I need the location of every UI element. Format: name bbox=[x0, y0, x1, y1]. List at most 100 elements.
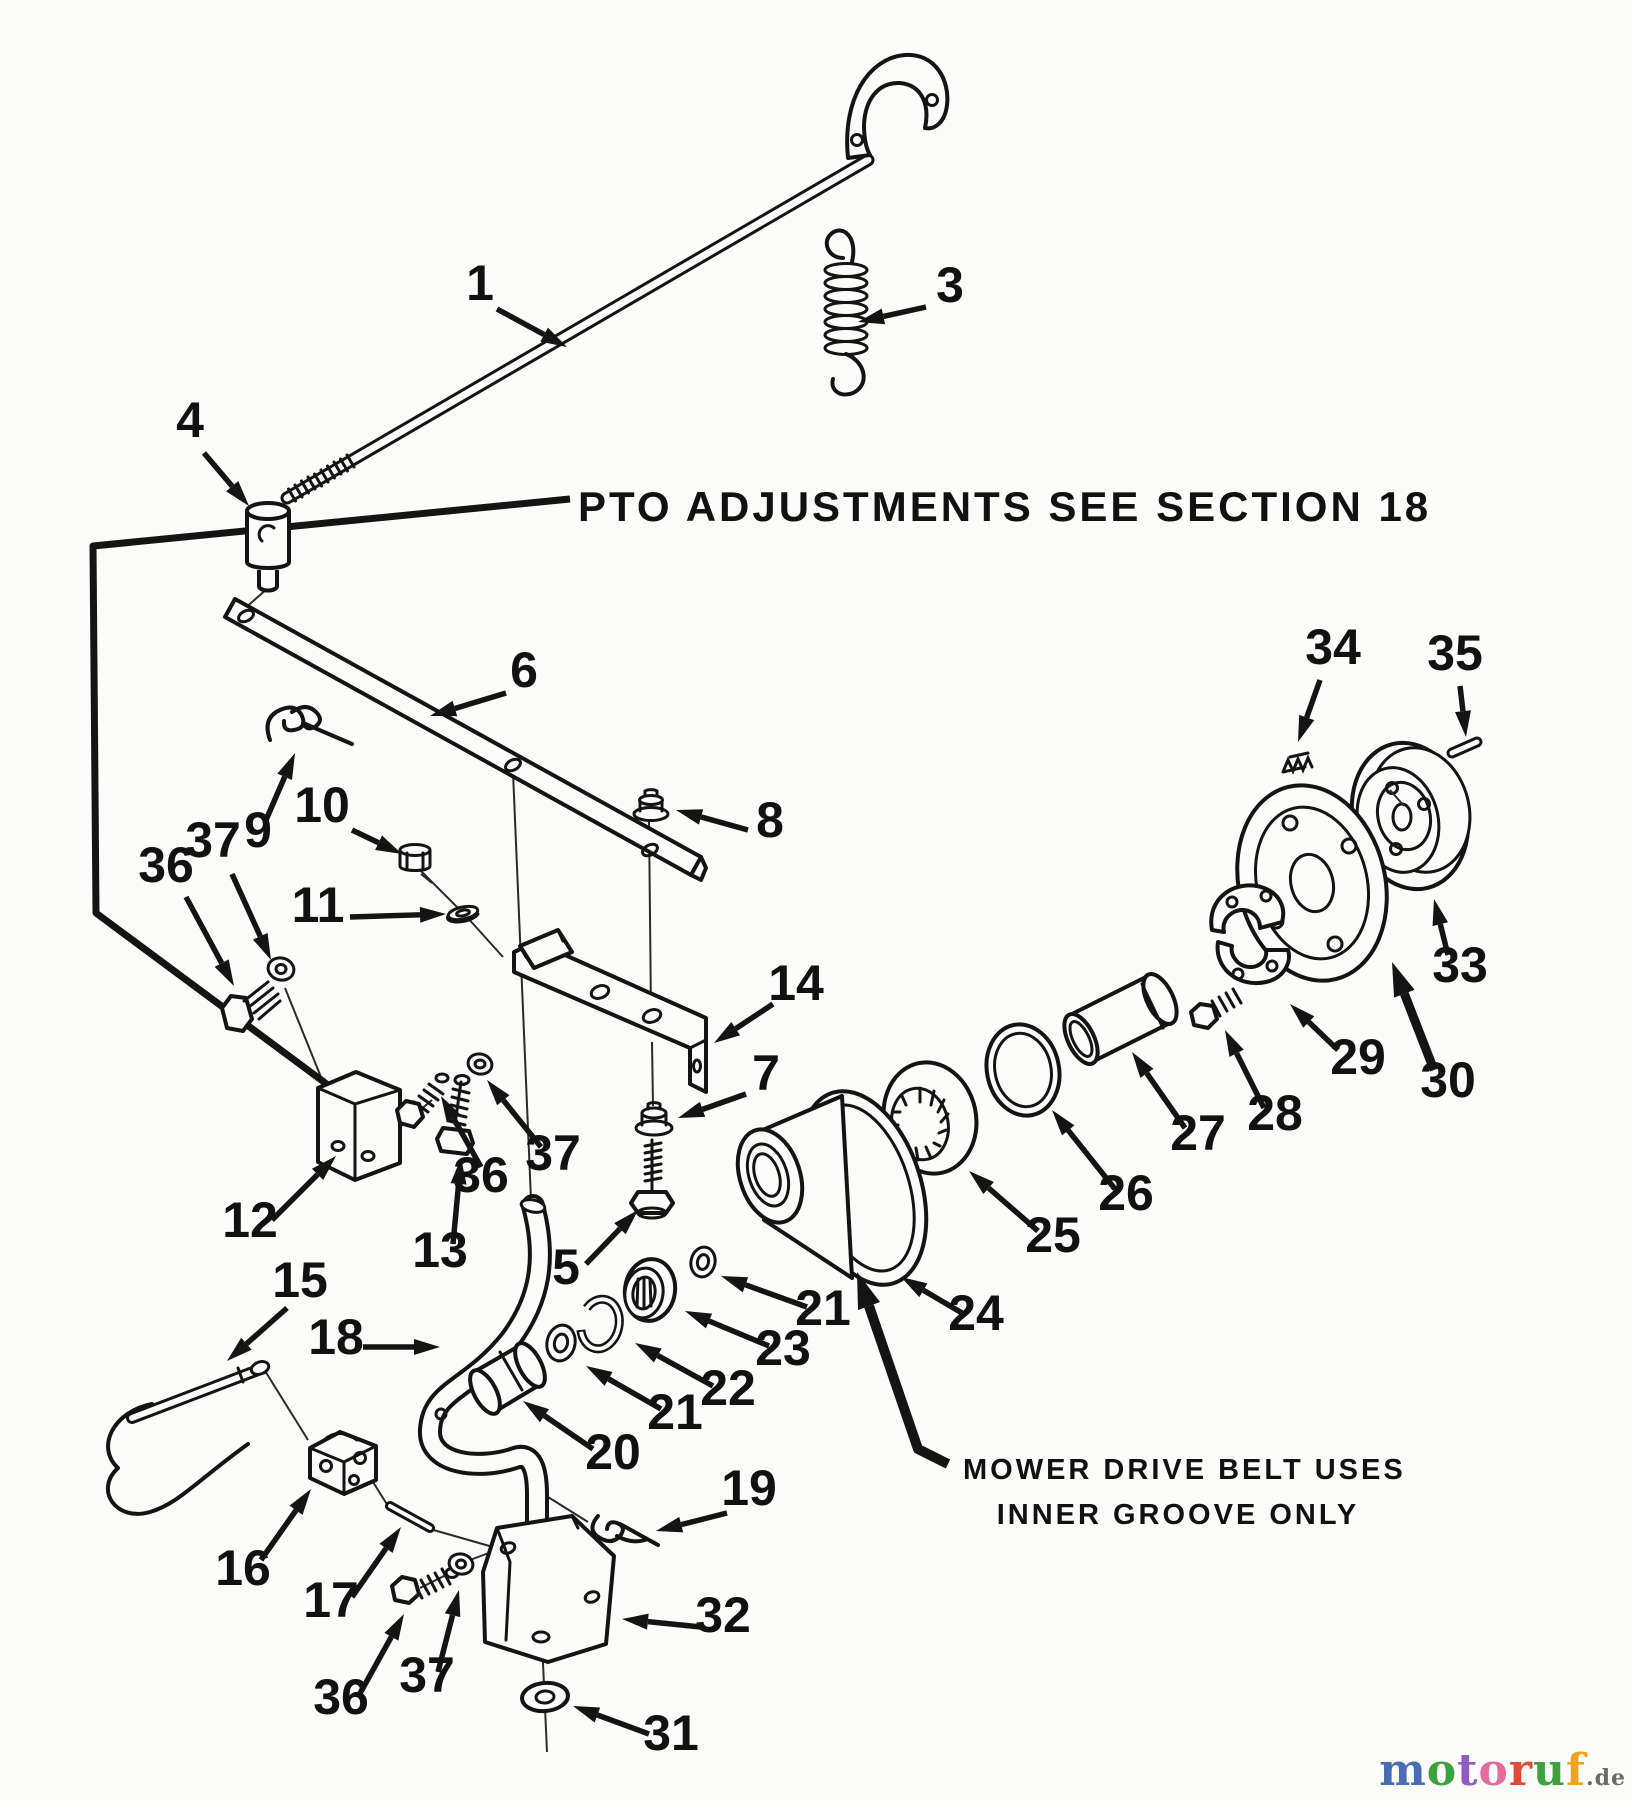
callout-arrowhead-37 bbox=[487, 1080, 510, 1106]
part-label-19: 19 bbox=[721, 1460, 777, 1516]
part-label-22: 22 bbox=[700, 1360, 756, 1416]
part-pivot-block-16 bbox=[308, 1430, 378, 1496]
callout-arrowhead-29 bbox=[1290, 1004, 1315, 1028]
callout-arrow-25 bbox=[986, 1185, 1040, 1234]
callout-arrow-29 bbox=[1306, 1020, 1340, 1052]
callout-arrow-21 bbox=[744, 1282, 808, 1310]
callout-arrow-36 bbox=[183, 895, 225, 965]
callout-arrowhead-11 bbox=[419, 906, 446, 923]
part-label-5: 5 bbox=[552, 1239, 580, 1295]
callout-arrowhead-36 bbox=[441, 1096, 461, 1123]
callout-arrow-37 bbox=[229, 872, 263, 938]
part-label-37: 37 bbox=[525, 1125, 581, 1181]
callout-arrowhead-36 bbox=[214, 959, 234, 986]
callout-arrow-24 bbox=[921, 1287, 964, 1316]
callout-arrowhead-36 bbox=[384, 1614, 404, 1641]
part-washer-21-left bbox=[545, 1323, 577, 1363]
part-label-11: 11 bbox=[292, 877, 345, 933]
part-washer-11 bbox=[446, 904, 480, 924]
part-label-14: 14 bbox=[768, 955, 824, 1011]
part-washer-37-bottom bbox=[447, 1552, 475, 1576]
callout-arrowhead-19 bbox=[656, 1516, 684, 1533]
callout-arrowhead-26 bbox=[1052, 1110, 1075, 1136]
part-label-33: 33 bbox=[1432, 937, 1488, 993]
part-label-20: 20 bbox=[585, 1424, 641, 1480]
callout-arrowhead-18 bbox=[414, 1339, 440, 1355]
part-label-36: 36 bbox=[313, 1669, 369, 1725]
callout-arrowhead-1 bbox=[540, 327, 567, 347]
watermark-motoruf: motoruf.de bbox=[1379, 1745, 1626, 1796]
callout-arrowhead-14 bbox=[714, 1021, 741, 1043]
callout-arrowhead-9 bbox=[277, 753, 295, 781]
callout-arrow-36 bbox=[451, 1117, 484, 1169]
callout-arrowhead-13 bbox=[450, 1158, 467, 1185]
callout-arrowhead-17 bbox=[379, 1527, 401, 1553]
callout-arrowhead-7 bbox=[678, 1101, 706, 1118]
callout-arrow-10 bbox=[350, 827, 380, 846]
part-label-23: 23 bbox=[755, 1320, 811, 1376]
callout-arrow-20 bbox=[542, 1413, 595, 1452]
callout-arrow-32 bbox=[647, 1618, 702, 1630]
callout-arrow-12 bbox=[270, 1172, 320, 1222]
part-label-37: 37 bbox=[185, 812, 241, 868]
callout-arrow-28 bbox=[1234, 1052, 1267, 1110]
callout-arrow-13 bbox=[450, 1183, 462, 1245]
callout-arrowhead-21 bbox=[586, 1366, 613, 1386]
callout-arrowhead-5 bbox=[614, 1210, 638, 1235]
callout-arrowhead-35 bbox=[1455, 710, 1471, 737]
part-bolt-36-middle bbox=[395, 1072, 450, 1129]
callout-arrowhead-37 bbox=[252, 933, 271, 960]
callout-arrow-33 bbox=[1437, 923, 1451, 956]
part-clutch-rod-1 bbox=[280, 52, 950, 505]
part-washer-21-right bbox=[689, 1245, 717, 1279]
part-cup-washer-31 bbox=[520, 1680, 570, 1714]
watermark-letter: t bbox=[1457, 1745, 1479, 1796]
callout-arrow-1 bbox=[495, 306, 546, 338]
part-label-8: 8 bbox=[756, 792, 784, 848]
callout-arrowhead-15 bbox=[227, 1337, 252, 1361]
callout-arrow-7 bbox=[701, 1091, 747, 1112]
callout-arrowhead-12 bbox=[311, 1156, 336, 1181]
part-label-27: 27 bbox=[1170, 1105, 1226, 1161]
part-hairpin-cotter-9 bbox=[265, 705, 354, 746]
part-pto-pulley-33 bbox=[1349, 740, 1472, 892]
part-label-36: 36 bbox=[138, 837, 194, 893]
callout-arrowhead-6 bbox=[430, 700, 458, 717]
part-label-29: 29 bbox=[1330, 1029, 1386, 1085]
part-label-13: 13 bbox=[412, 1222, 468, 1278]
part-label-37: 37 bbox=[399, 1647, 455, 1703]
callout-arrowhead-32 bbox=[622, 1613, 649, 1630]
watermark-letter: o bbox=[1426, 1745, 1458, 1796]
part-needle-bearing-23 bbox=[622, 1257, 678, 1323]
part-bolt-5 bbox=[629, 1138, 675, 1220]
part-stop-bracket-12 bbox=[316, 1070, 402, 1182]
part-label-12: 12 bbox=[222, 1192, 278, 1248]
part-label-1: 1 bbox=[466, 255, 494, 311]
part-label-7: 7 bbox=[752, 1045, 780, 1101]
part-label-9: 9 bbox=[244, 802, 272, 858]
part-lock-pin-15 bbox=[105, 1360, 271, 1516]
callout-arrowhead-22 bbox=[635, 1343, 662, 1363]
watermark-suffix: .de bbox=[1585, 1765, 1626, 1791]
watermark-letter: o bbox=[1478, 1745, 1509, 1796]
part-seal-ring-26 bbox=[984, 1022, 1062, 1118]
callout-arrow-5 bbox=[584, 1226, 622, 1266]
callout-arrow-16 bbox=[258, 1508, 299, 1562]
part-hairpin-cotter-19 bbox=[590, 1514, 660, 1547]
callout-arrowhead-4 bbox=[226, 481, 249, 506]
callout-arrow-3 bbox=[882, 304, 927, 320]
part-label-21: 21 bbox=[647, 1384, 703, 1440]
part-label-28: 28 bbox=[1247, 1085, 1303, 1141]
part-label-34: 34 bbox=[1305, 619, 1361, 675]
callout-arrow-17 bbox=[349, 1546, 389, 1599]
callout-arrow-14 bbox=[734, 1001, 775, 1031]
callout-arrowhead-8 bbox=[676, 809, 704, 825]
part-label-31: 31 bbox=[643, 1705, 699, 1761]
callout-arrow-22 bbox=[656, 1353, 715, 1389]
part-flange-nut-8 bbox=[632, 788, 670, 822]
part-spacer-20 bbox=[468, 1341, 547, 1416]
part-engagement-rod-18 bbox=[418, 1194, 552, 1560]
callout-arrowhead-21 bbox=[721, 1276, 749, 1293]
watermark-letter: f bbox=[1566, 1745, 1586, 1796]
mower-note-line1: MOWER DRIVE BELT USES bbox=[963, 1454, 1406, 1486]
